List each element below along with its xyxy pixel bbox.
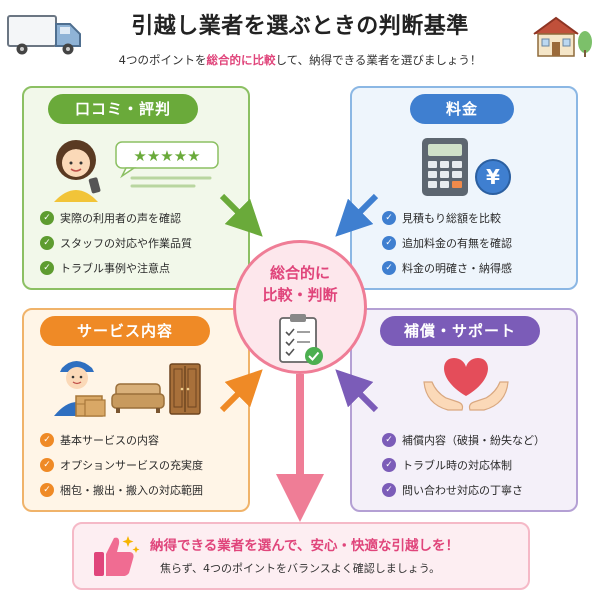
reviews-item-1: 実際の利用者の声を確認	[60, 211, 181, 225]
yen-coin-icon: ¥	[475, 159, 511, 195]
check-icon: ✓	[382, 235, 396, 250]
support-item-3: 問い合わせ対応の丁寧さ	[402, 483, 523, 497]
panel-reviews-label: 口コミ・評判	[48, 94, 198, 124]
list-item: ✓ スタッフの対応や作業品質	[40, 230, 192, 255]
panel-services-label: サービス内容	[40, 316, 210, 346]
pricing-list: ✓ 見積もり総額を比較 ✓ 追加料金の有無を確認 ✓ 料金の明確さ・納得感	[382, 205, 512, 280]
check-icon: ✓	[40, 432, 54, 447]
arrow-reviews	[219, 193, 263, 237]
list-item: ✓ 見積もり総額を比較	[382, 205, 512, 230]
check-icon: ✓	[40, 457, 54, 472]
subtitle-after: して、納得できる業者を選びましょう！	[275, 53, 482, 67]
center-line-1: 総合的に	[269, 264, 330, 282]
support-list: ✓ 補償内容（破損・紛失など） ✓ トラブル時の対応体制 ✓ 問い合わせ対応の丁寧さ	[382, 427, 545, 502]
arrow-services	[219, 369, 263, 413]
list-item: ✓ 補償内容（破損・紛失など）	[382, 427, 545, 452]
heart-in-hands-icon	[423, 358, 509, 411]
pricing-item-1: 見積もり総額を比較	[402, 211, 501, 225]
check-icon: ✓	[40, 482, 54, 497]
svg-text:★★★★★: ★★★★★	[133, 147, 200, 165]
list-item: ✓ 追加料金の有無を確認	[382, 230, 512, 255]
reviewer-person-icon	[54, 140, 101, 202]
check-icon: ✓	[40, 260, 54, 275]
panel-pricing-label: 料金	[410, 94, 514, 124]
page-title: 引越し業者を選ぶときの判断基準	[131, 14, 469, 39]
calculator-icon	[422, 138, 468, 196]
list-item: ✓ 料金の明確さ・納得感	[382, 255, 512, 280]
house-icon	[533, 16, 592, 57]
banner-main-text: 納得できる業者を選んで、安心・快適な引越しを！	[150, 538, 460, 554]
list-item: ✓ 基本サービスの内容	[40, 427, 203, 452]
thumbs-up-icon	[94, 536, 140, 576]
check-icon: ✓	[382, 457, 396, 472]
subtitle-highlight: 総合的に比較	[206, 53, 276, 67]
clipboard-check-icon	[279, 314, 323, 365]
arrow-pricing	[335, 193, 379, 237]
pricing-item-2: 追加料金の有無を確認	[402, 236, 512, 250]
list-item: ✓ 実際の利用者の声を確認	[40, 205, 192, 230]
services-list: ✓ 基本サービスの内容 ✓ オプションサービスの充実度 ✓ 梱包・搬出・搬入の対応範囲	[40, 427, 203, 502]
services-item-3: 梱包・搬出・搬入の対応範囲	[60, 483, 203, 497]
pricing-item-3: 料金の明確さ・納得感	[402, 261, 512, 275]
check-icon: ✓	[382, 260, 396, 275]
page-subtitle: 4つのポイントを総合的に比較して、納得できる業者を選びましょう！	[0, 52, 600, 68]
cabinet-icon	[169, 363, 201, 415]
services-item-1: 基本サービスの内容	[60, 433, 159, 447]
support-item-2: トラブル時の対応体制	[402, 458, 512, 472]
list-item: ✓ 問い合わせ対応の丁寧さ	[382, 477, 545, 502]
sofa-icon	[111, 383, 165, 413]
arrow-support	[335, 369, 379, 413]
center-line-2: 比較・判断	[262, 286, 338, 304]
star-rating-bubble-icon: ★★★★★	[115, 141, 219, 188]
banner-sub-text: 焦らず、4つのポイントをバランスよく確認しましょう。	[160, 562, 441, 575]
list-item: ✓ オプションサービスの充実度	[40, 452, 203, 477]
check-icon: ✓	[40, 210, 54, 225]
check-icon: ✓	[382, 210, 396, 225]
list-item: ✓ 梱包・搬出・搬入の対応範囲	[40, 477, 203, 502]
moving-truck-icon	[7, 15, 81, 55]
reviews-item-2: スタッフの対応や作業品質	[60, 236, 192, 250]
support-item-1: 補償内容（破損・紛失など）	[402, 433, 545, 447]
list-item: ✓ トラブル時の対応体制	[382, 452, 545, 477]
boxes-icon	[84, 399, 106, 417]
check-icon: ✓	[40, 235, 54, 250]
list-item: ✓ トラブル事例や注意点	[40, 255, 192, 280]
services-item-2: オプションサービスの充実度	[60, 458, 203, 472]
reviews-item-3: トラブル事例や注意点	[60, 261, 170, 275]
panel-support-label: 補償・サポート	[380, 316, 540, 346]
conclusion-banner	[72, 522, 530, 590]
reviews-list: ✓ 実際の利用者の声を確認 ✓ スタッフの対応や作業品質 ✓ トラブル事例や注意点	[40, 205, 192, 280]
yen-symbol: ¥	[486, 165, 500, 189]
subtitle-before: 4つのポイントを	[118, 53, 207, 67]
check-icon: ✓	[382, 482, 396, 497]
check-icon: ✓	[382, 432, 396, 447]
